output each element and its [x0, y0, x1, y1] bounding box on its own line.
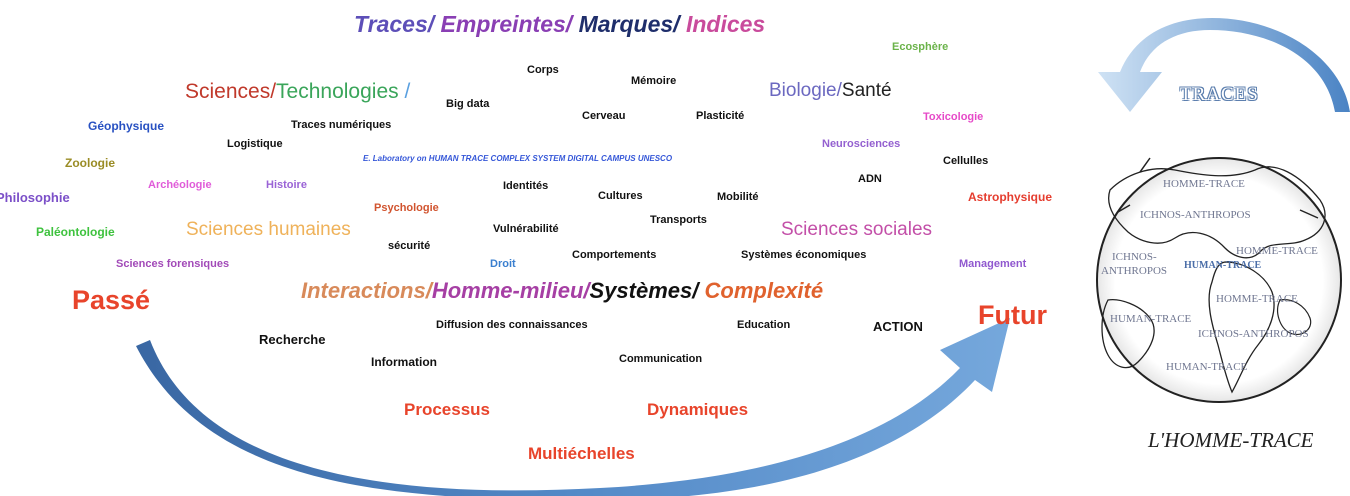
- laboratory-label: E. Laboratory on HUMAN TRACE COMPLEX SYS…: [363, 154, 673, 163]
- word-multiechelles: Multiéchelles: [528, 444, 635, 463]
- word-zoologie: Zoologie: [65, 156, 115, 170]
- word-droit: Droit: [490, 258, 516, 270]
- word-logistique: Logistique: [227, 138, 283, 150]
- word-slash: /: [404, 80, 411, 103]
- word-neurosciences: Neurosciences: [822, 138, 901, 150]
- header-marques: Marques/: [578, 11, 680, 37]
- word-systemes: Systèmes/: [589, 278, 699, 303]
- word-histoire: Histoire: [266, 179, 307, 191]
- globe-illustration: HOMME-TRACE ICHNOS-ANTHROPOS ICHNOS- ANT…: [1096, 157, 1342, 403]
- homme-trace-caption: L'HOMME-TRACE: [1148, 428, 1314, 452]
- word-corps: Corps: [527, 64, 559, 76]
- word-sciences-forensiques: Sciences forensiques: [116, 258, 230, 270]
- traces-title: TRACES: [1180, 84, 1259, 105]
- word-paleontologie: Paléontologie: [36, 225, 115, 239]
- word-information: Information: [371, 355, 437, 369]
- word-sante: Santé: [841, 80, 892, 101]
- word-transports: Transports: [650, 214, 707, 226]
- word-education: Education: [737, 319, 791, 331]
- word-plasticite: Plasticité: [696, 110, 745, 122]
- word-systemes-economiques: Systèmes économiques: [741, 249, 867, 261]
- header-traces: Traces/: [354, 11, 435, 37]
- row-interactions: Interactions/Homme-milieu/Systèmes/ Comp…: [301, 280, 823, 302]
- word-recherche: Recherche: [259, 332, 326, 347]
- word-philosophie: Philosophie: [0, 190, 70, 205]
- word-management: Management: [959, 258, 1027, 270]
- word-dynamiques: Dynamiques: [647, 400, 749, 419]
- globe-label: HUMAN-TRACE: [1110, 313, 1192, 325]
- traces-cycle-arrow: [1098, 18, 1350, 112]
- word-technologies: Technologies: [276, 80, 399, 103]
- word-identites: Identités: [503, 180, 549, 192]
- header-indices: Indices: [685, 11, 766, 37]
- word-cerveau: Cerveau: [582, 110, 626, 122]
- word-toxicologie: Toxicologie: [923, 111, 984, 123]
- word-securite: sécurité: [388, 240, 431, 252]
- header-empreintes: Empreintes/: [440, 11, 573, 37]
- word-cellulles: Cellulles: [943, 155, 989, 167]
- word-vulnerabilite: Vulnérabilité: [493, 223, 559, 235]
- globe-label: ICHNOS-: [1112, 251, 1157, 263]
- row-biologie-sante: Biologie/Santé: [769, 81, 892, 100]
- word-complexite: Complexité: [704, 278, 824, 303]
- word-ecosphere: Ecosphère: [892, 41, 949, 53]
- header-keywords: Traces/ Empreintes/ Marques/ Indices: [354, 13, 765, 36]
- word-big-data: Big data: [446, 98, 490, 110]
- globe-label: ICHNOS-ANTHROPOS: [1198, 328, 1309, 340]
- word-processus: Processus: [404, 400, 490, 419]
- word-memoire: Mémoire: [631, 75, 677, 87]
- word-cultures: Cultures: [598, 190, 643, 202]
- word-psychologie: Psychologie: [374, 202, 439, 214]
- word-sciences: Sciences/: [185, 80, 277, 103]
- globe-label: HOMME-TRACE: [1216, 293, 1298, 305]
- word-communication: Communication: [619, 353, 703, 365]
- globe-label: ANTHROPOS: [1101, 265, 1167, 277]
- word-sciences-sociales: Sciences sociales: [781, 219, 933, 240]
- word-astrophysique: Astrophysique: [968, 190, 1053, 204]
- row-sciences-technologies: Sciences/Technologies /: [185, 81, 410, 102]
- word-sciences-humaines: Sciences humaines: [186, 219, 351, 240]
- word-adn: ADN: [858, 173, 882, 185]
- word-geophysique: Géophysique: [88, 119, 165, 133]
- word-action: ACTION: [873, 319, 923, 334]
- word-interactions: Interactions/: [301, 278, 432, 303]
- globe-label: ICHNOS-ANTHROPOS: [1140, 209, 1251, 221]
- word-traces-numeriques: Traces numériques: [291, 119, 392, 131]
- word-diffusion: Diffusion des connaissances: [436, 319, 588, 331]
- globe-label: HOMME-TRACE: [1236, 245, 1318, 257]
- globe-label: HUMAN-TRACE: [1166, 361, 1248, 373]
- word-archeologie: Archéologie: [148, 179, 212, 191]
- globe-label: HUMAN-TRACE: [1184, 260, 1262, 271]
- word-biologie: Biologie/: [769, 80, 842, 101]
- globe-label: HOMME-TRACE: [1163, 178, 1245, 190]
- word-homme-milieu: Homme-milieu/: [431, 278, 590, 303]
- word-mobilite: Mobilité: [717, 191, 759, 203]
- label-futur: Futur: [978, 300, 1047, 330]
- word-comportements: Comportements: [572, 249, 657, 261]
- label-passe: Passé: [72, 285, 151, 315]
